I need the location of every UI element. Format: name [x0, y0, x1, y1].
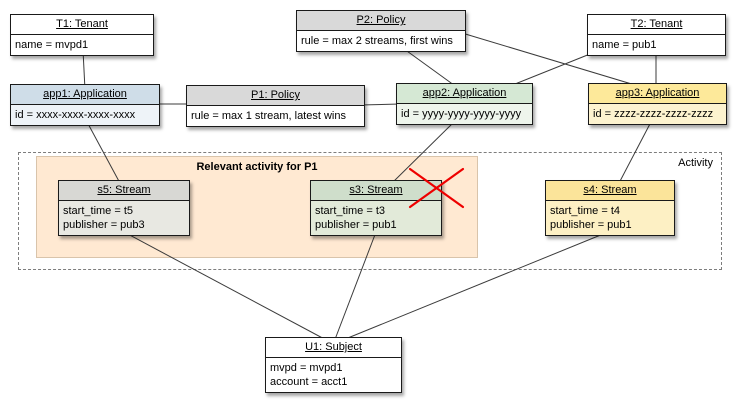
node-s4-stream: s4: Stream start_time = t4 publisher = p… [545, 180, 675, 236]
node-app1-attr-id: id = xxxx-xxxx-xxxx-xxxx [15, 109, 136, 121]
node-app3-application: app3: Application id = zzzz-zzzz-zzzz-zz… [588, 83, 727, 125]
activity-label: Activity [678, 157, 713, 169]
node-s3-stream: s3: Stream start_time = t3 publisher = p… [310, 180, 442, 236]
node-u1-subject: U1: Subject mvpd = mvpd1 account = acct1 [265, 337, 402, 393]
node-p1-attr-rule: rule = max 1 stream, latest wins [191, 110, 346, 122]
node-u1-title: U1: Subject [266, 338, 401, 358]
node-app3-title: app3: Application [589, 84, 726, 104]
node-p2-attr-rule: rule = max 2 streams, first wins [301, 35, 453, 47]
node-app1-title: app1: Application [11, 85, 159, 105]
node-app2-attr-id: id = yyyy-yyyy-yyyy-yyyy [401, 108, 522, 120]
node-app2-title: app2: Application [397, 84, 532, 104]
node-t1-attr-name: name = mvpd1 [15, 39, 89, 51]
edge-p1-app2 [359, 103, 401, 106]
node-s3-title: s3: Stream [311, 181, 441, 201]
node-app1-application: app1: Application id = xxxx-xxxx-xxxx-xx… [10, 84, 160, 126]
node-s5-title: s5: Stream [59, 181, 189, 201]
node-u1-attr-mvpd: mvpd = mvpd1 [270, 362, 343, 374]
node-t2-tenant: T2: Tenant name = pub1 [587, 14, 726, 56]
node-s5-stream: s5: Stream start_time = t5 publisher = p… [58, 180, 190, 236]
node-t2-attr-name: name = pub1 [592, 39, 657, 51]
node-app3-attr-id: id = zzzz-zzzz-zzzz-zzzz [593, 108, 714, 120]
node-s5-attr-start-time: start_time = t5 [63, 205, 134, 217]
node-s3-attr-publisher: publisher = pub1 [315, 219, 397, 231]
node-s4-title: s4: Stream [546, 181, 674, 201]
node-app2-application: app2: Application id = yyyy-yyyy-yyyy-yy… [396, 83, 533, 125]
node-u1-attr-account: account = acct1 [270, 376, 348, 388]
node-p2-policy: P2: Policy rule = max 2 streams, first w… [296, 10, 466, 52]
node-p2-title: P2: Policy [297, 11, 465, 31]
edge-p2-app2 [399, 45, 459, 89]
node-t1-title: T1: Tenant [11, 15, 153, 35]
node-s4-attr-start-time: start_time = t4 [550, 205, 621, 217]
node-p1-title: P1: Policy [187, 86, 364, 106]
node-t2-title: T2: Tenant [588, 15, 725, 35]
node-s5-attr-publisher: publisher = pub3 [63, 219, 145, 231]
node-t1-tenant: T1: Tenant name = mvpd1 [10, 14, 154, 56]
relevant-activity-label: Relevant activity for P1 [196, 161, 318, 173]
node-p1-policy: P1: Policy rule = max 1 stream, latest w… [186, 85, 365, 127]
node-s3-attr-start-time: start_time = t3 [315, 205, 386, 217]
node-s4-attr-publisher: publisher = pub1 [550, 219, 632, 231]
